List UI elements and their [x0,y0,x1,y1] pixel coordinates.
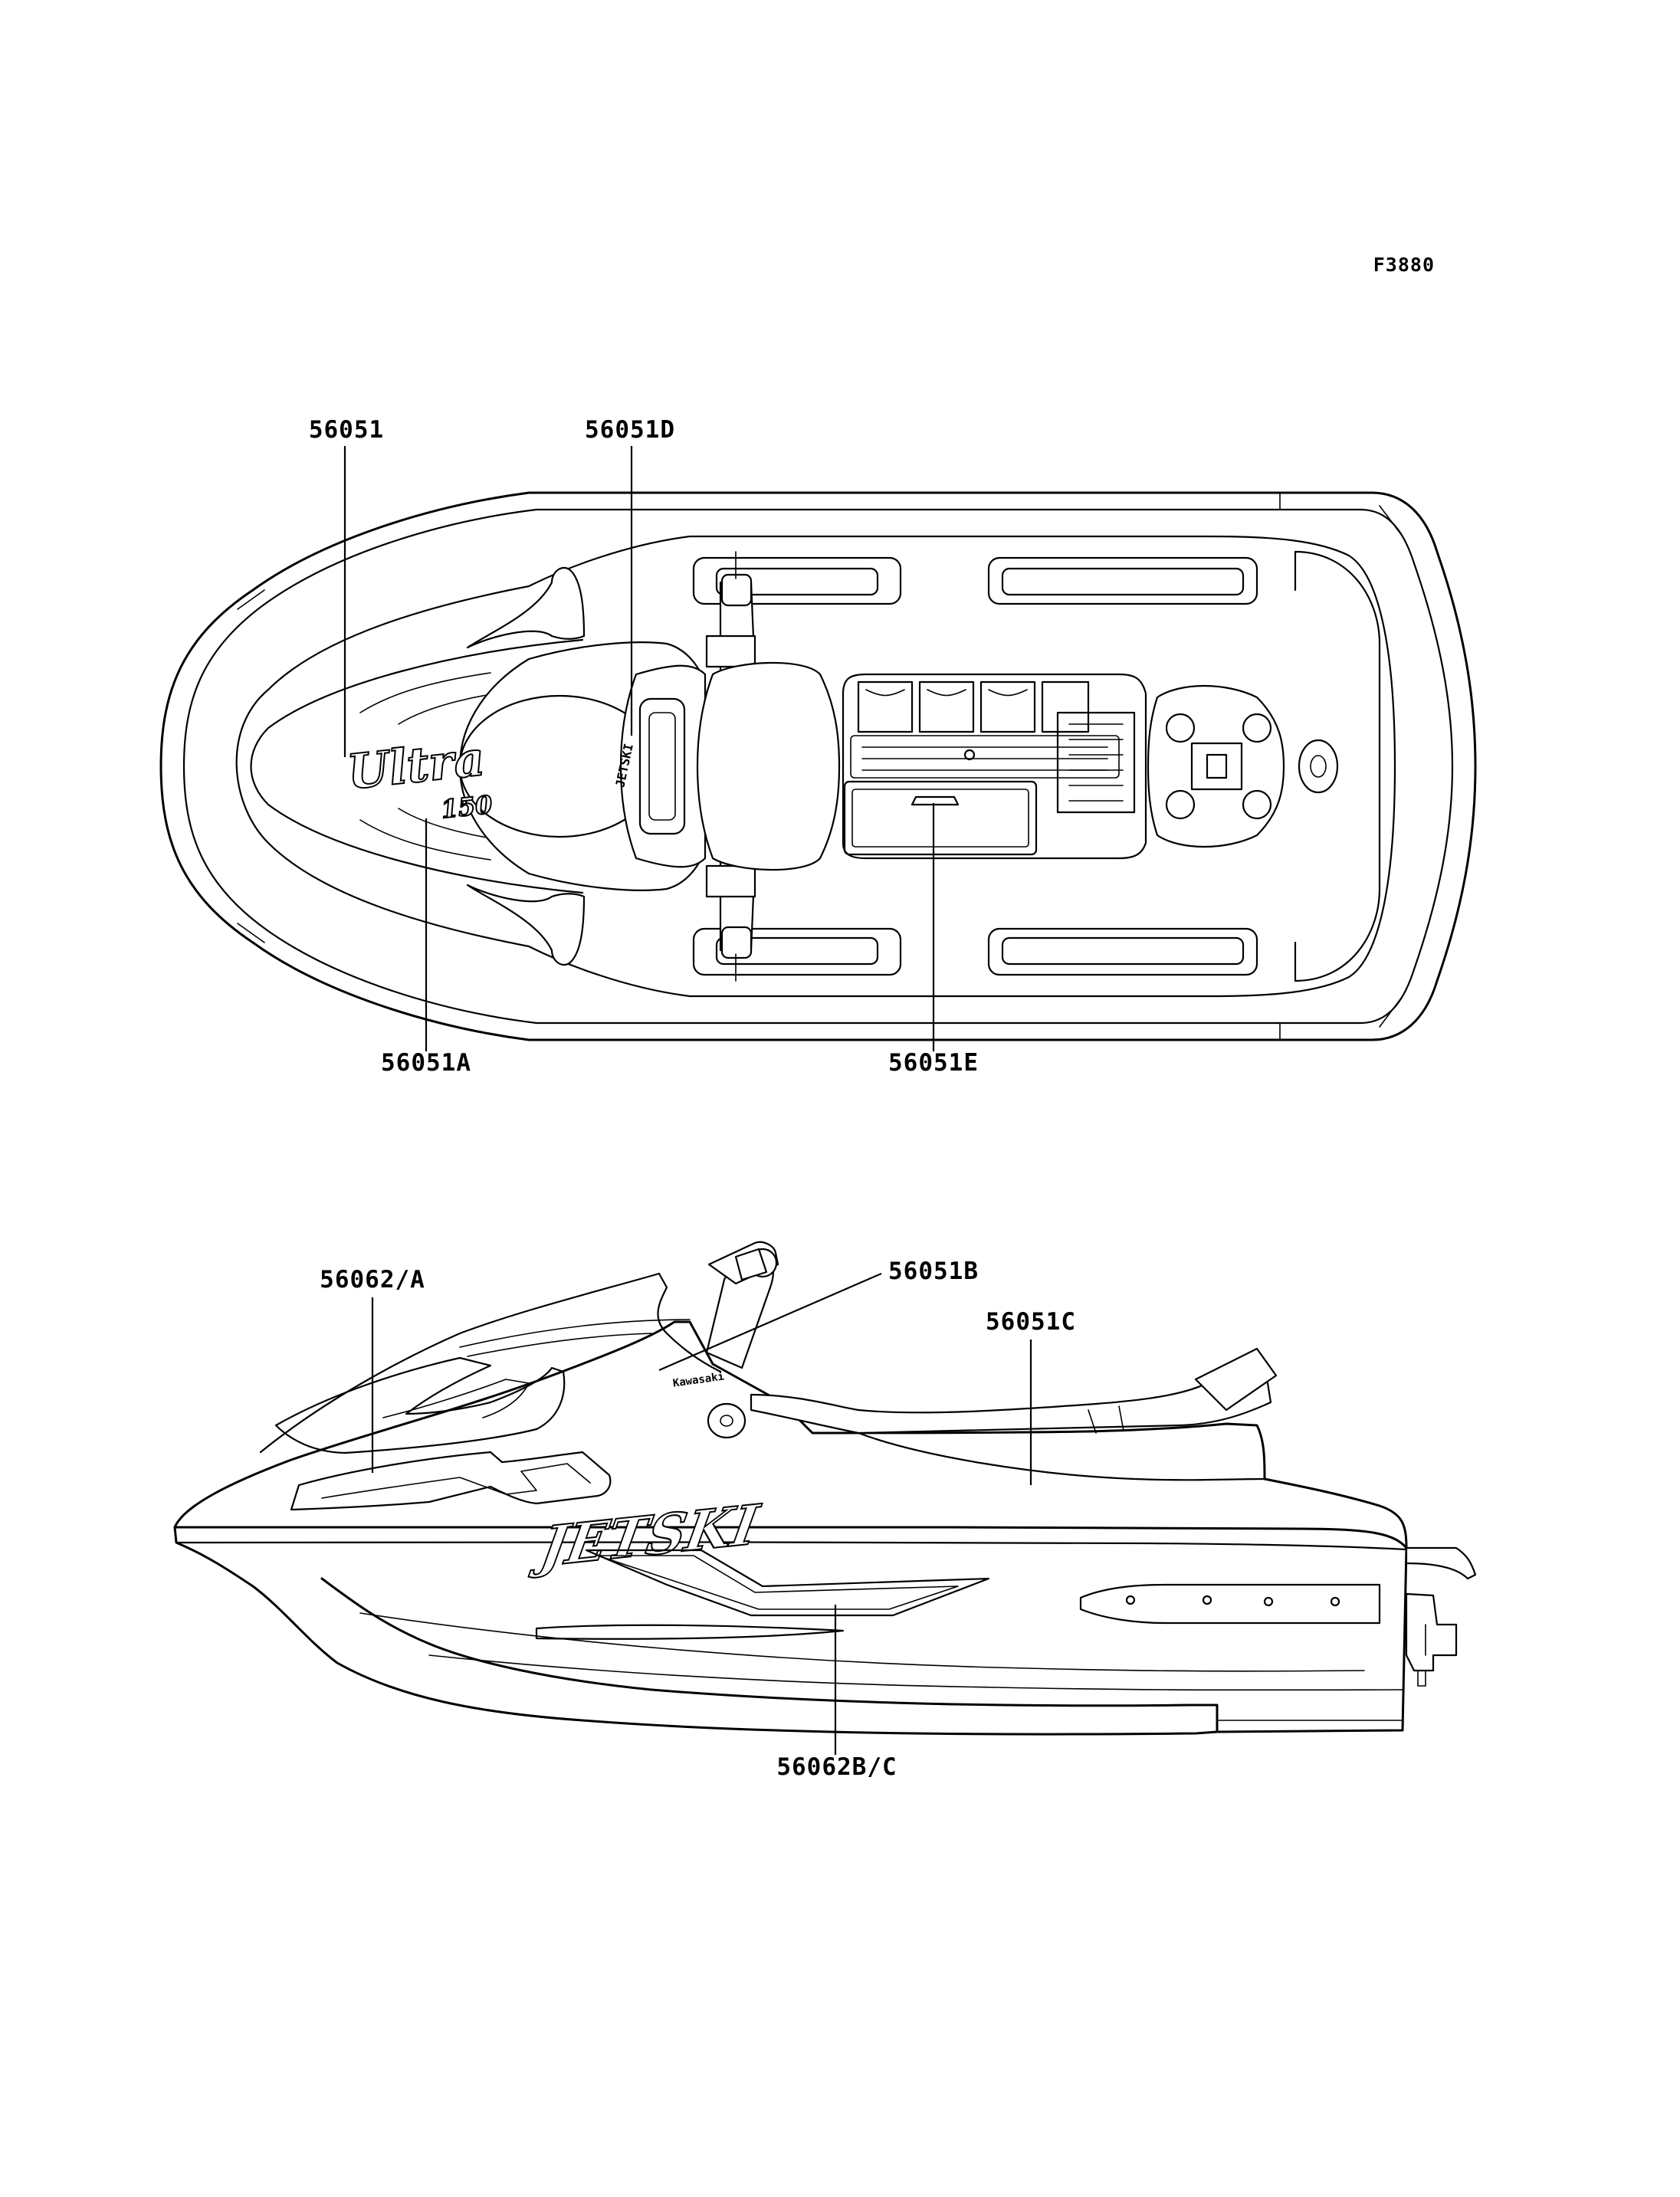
callout-56051D[interactable]: 56051D [585,416,675,444]
rear-reboarding-step [1405,1546,1477,1580]
deck-mat-left-1-inner [715,567,879,596]
engine-cylinders [850,680,1136,814]
seat-side [750,1356,1272,1435]
rub-rail-top [182,508,1454,1025]
callout-56051B[interactable]: 56051B [888,1258,979,1285]
engine-bay-outline [842,673,1147,860]
fuel-cap [707,1402,746,1439]
watercraft-side-view: JETSKI Kawasaki [173,1241,1477,1736]
callout-56051C[interactable]: 56051C [986,1308,1076,1336]
callout-56051A[interactable]: 56051A [381,1049,471,1077]
figure-id: F3880 [1373,254,1435,276]
deck-mat-left-1 [692,556,902,605]
console [619,664,707,868]
callout-56062A[interactable]: 56062/A [320,1266,425,1294]
side-vent-panel [1079,1583,1381,1625]
upper-deck-outline [173,1320,1408,1549]
deck-mat-right-2-inner [1001,936,1245,966]
hull-graphic-56062-BC [585,1549,990,1617]
deck-outline [235,535,1396,998]
mirror-left [466,566,586,649]
mirror-right [466,884,586,966]
leader-56051B [658,1272,882,1372]
model-script-decal: Ultra [345,730,487,800]
stern-deck-rail [1294,550,1381,982]
callout-56051E[interactable]: 56051E [888,1049,979,1077]
jet-nozzle [1405,1592,1458,1672]
brand-decal: Kawasaki [672,1370,725,1389]
callout-56051[interactable]: 56051 [309,416,384,444]
deck-mat-right-1 [692,927,902,976]
deck-mat-right-2 [987,927,1258,976]
deck-mat-left-2 [987,556,1258,605]
electrical-box [843,780,1038,856]
watercraft-top-view: JETSKI [159,491,1477,1041]
hull-outline-top [159,491,1477,1041]
gunwale-line [176,1541,1408,1551]
tow-hook [1298,739,1339,794]
front-cowl [259,1272,722,1454]
deck-mat-left-2-inner [1001,567,1245,596]
front-graphic-56062-A [290,1451,612,1511]
hull-side-outline [173,1526,1219,1736]
callout-56062BC[interactable]: 56062B/C [776,1753,897,1781]
deck-mat-right-1-inner [715,936,879,966]
rear-grab-handle [1147,684,1285,848]
model-number-decal: 150 [440,790,494,825]
console-display [638,697,686,835]
seat [696,661,841,871]
